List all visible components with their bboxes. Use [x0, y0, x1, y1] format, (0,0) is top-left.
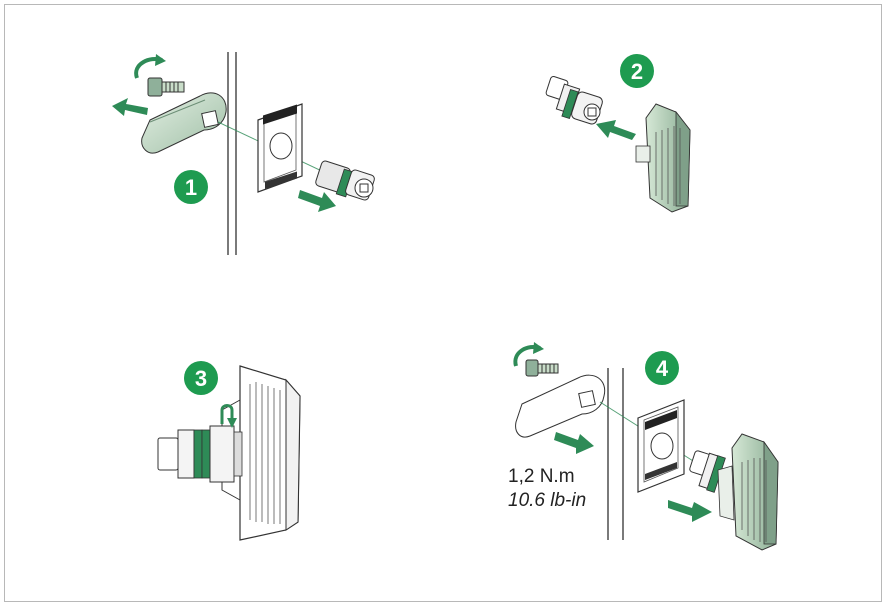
- step-3-illustration: [157, 365, 301, 541]
- actuator-body-icon: [315, 160, 375, 201]
- step-4-badge: 4: [645, 351, 679, 385]
- move-arrow-icon: [112, 98, 148, 116]
- move-arrow-icon: [298, 190, 336, 212]
- move-arrow-icon: [596, 120, 636, 140]
- rotate-arrow-icon: [134, 54, 166, 79]
- screw-icon: [147, 77, 185, 97]
- step-1-number: 1: [185, 175, 197, 200]
- selector-head-icon: [221, 365, 301, 541]
- frame-border: [4, 4, 882, 602]
- label-plate-icon: [257, 103, 303, 193]
- step-2-illustration: [545, 75, 691, 213]
- step-4-number: 4: [656, 356, 669, 381]
- step-1-illustration: [112, 52, 375, 255]
- move-arrow-icon: [668, 500, 712, 522]
- selector-head-icon: [635, 103, 691, 213]
- actuator-body-icon: [157, 425, 243, 483]
- actuator-body-icon: [545, 75, 603, 125]
- rotate-arrow-icon: [513, 342, 544, 367]
- step-1-badge: 1: [174, 170, 208, 204]
- selector-head-icon: [717, 433, 779, 551]
- actuator-body-icon: [689, 450, 726, 493]
- cam-lever-icon: [141, 92, 227, 154]
- label-plate-icon: [637, 399, 685, 493]
- screw-icon: [525, 359, 559, 377]
- step-3-number: 3: [195, 366, 207, 391]
- cam-lever-icon: [515, 374, 606, 438]
- move-arrow-icon: [554, 432, 594, 454]
- step-2-badge: 2: [620, 54, 654, 88]
- rotate-arrow-icon: [220, 404, 237, 428]
- torque-imperial: 10.6 lb-in: [508, 490, 586, 511]
- step-3-badge: 3: [184, 361, 218, 395]
- step-4-illustration: [513, 342, 779, 551]
- step-2-number: 2: [631, 59, 643, 84]
- torque-metric: 1,2 N.m: [508, 466, 575, 487]
